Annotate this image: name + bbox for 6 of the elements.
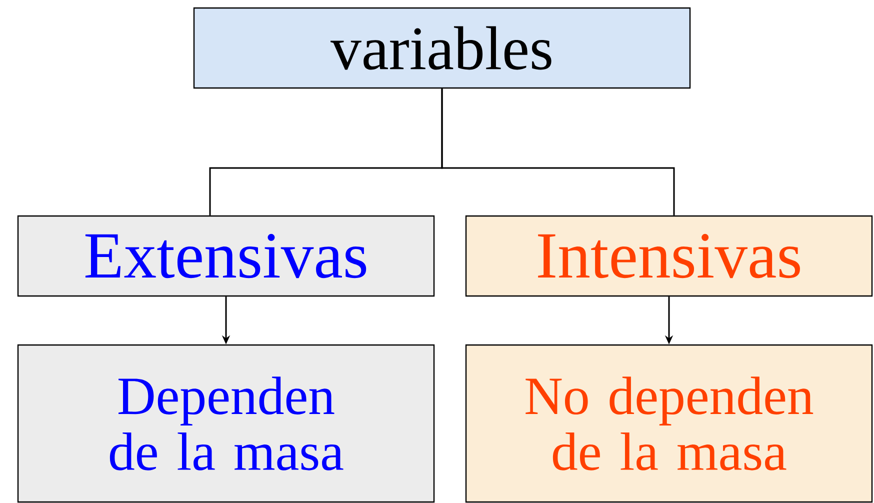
connector [441,88,675,216]
category-box: Extensivas [17,215,435,297]
category-box: variables [193,7,691,89]
category-box: Intensivas [465,215,873,297]
description-box: No dependen de la masa [465,344,873,503]
description-box: Dependen de la masa [17,344,435,503]
